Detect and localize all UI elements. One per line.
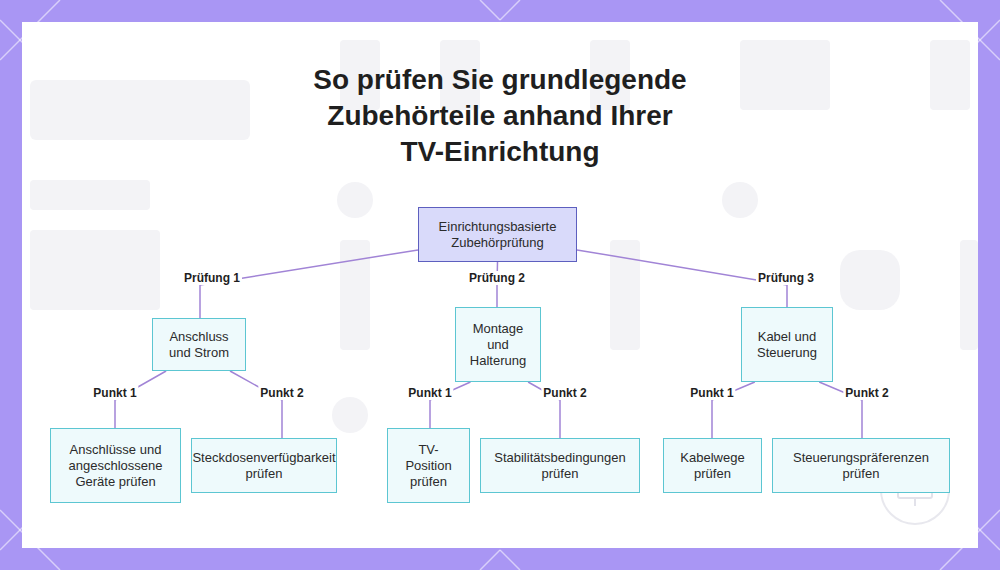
tree-connector	[230, 371, 282, 438]
edge-label: Prüfung 1	[182, 271, 242, 285]
frame-line	[480, 0, 500, 20]
node-content: Stabilitätsbedingungen prüfen	[489, 450, 631, 482]
canvas-panel	[22, 22, 978, 548]
node-content: Einrichtungsbasierte Zubehörprüfung	[427, 219, 568, 251]
step-box: Steuerungspräferenzen prüfen	[772, 438, 950, 493]
node-text: Anschluss und Strom	[163, 329, 235, 361]
check-box: Montage und Halterung	[455, 307, 541, 382]
node-text: Einrichtungsbasierte Zubehörprüfung	[427, 219, 568, 251]
step-box: Steckdosenverfügbarkeit prüfen	[191, 438, 337, 493]
faded-circle	[332, 397, 368, 433]
node-content: Anschlüsse und angeschlossene Geräte prü…	[59, 442, 172, 490]
faded-block	[340, 240, 370, 350]
node-content: Kabel und Steuerung	[752, 329, 822, 361]
node-content: Steckdosenverfügbarkeit prüfen	[192, 450, 335, 482]
root-box: Einrichtungsbasierte Zubehörprüfung	[418, 207, 577, 262]
faded-block	[30, 180, 150, 210]
node-text: TV-Position prüfen	[396, 442, 461, 490]
frame-line	[500, 0, 520, 20]
node-content: Anschluss und Strom	[163, 329, 235, 361]
step-box: Stabilitätsbedingungen prüfen	[480, 438, 640, 493]
edge-label: Punkt 1	[91, 386, 138, 400]
node-text: Steuerungspräferenzen prüfen	[781, 450, 941, 482]
node-text: Anschlüsse und angeschlossene Geräte prü…	[59, 442, 172, 490]
edge-label: Punkt 2	[843, 386, 890, 400]
node-content: Montage und Halterung	[466, 321, 530, 369]
node-content: Kabelwege prüfen	[672, 450, 753, 482]
node-text: Kabelwege prüfen	[672, 450, 753, 482]
node-content: TV-Position prüfen	[396, 442, 461, 490]
diagram-title: So prüfen Sie grundlegende Zubehörteile …	[307, 62, 693, 170]
node-text: Kabel und Steuerung	[752, 329, 822, 361]
edge-label: Prüfung 2	[467, 271, 527, 285]
node-text: Steckdosenverfügbarkeit prüfen	[192, 450, 335, 482]
step-box: TV-Position prüfen	[387, 428, 470, 503]
edge-label: Punkt 2	[541, 386, 588, 400]
faded-block	[960, 240, 978, 350]
step-box: Anschlüsse und angeschlossene Geräte prü…	[50, 428, 181, 503]
check-box: Kabel und Steuerung	[741, 307, 833, 382]
faded-background	[30, 40, 978, 433]
edge-label: Prüfung 3	[756, 271, 816, 285]
frame-line	[480, 550, 500, 570]
icon-stand	[914, 498, 916, 506]
edge-label: Punkt 2	[258, 386, 305, 400]
node-text: Stabilitätsbedingungen prüfen	[489, 450, 631, 482]
faded-circle	[722, 182, 758, 218]
faded-block	[30, 230, 160, 310]
faded-block	[840, 250, 900, 310]
step-box: Kabelwege prüfen	[663, 438, 762, 493]
frame-line	[500, 550, 520, 570]
faded-circle	[337, 182, 373, 218]
node-content: Steuerungspräferenzen prüfen	[781, 450, 941, 482]
edge-label: Punkt 1	[688, 386, 735, 400]
faded-block	[740, 40, 830, 110]
faded-block	[30, 80, 250, 140]
node-text: Montage und Halterung	[466, 321, 530, 369]
edge-label: Punkt 1	[406, 386, 453, 400]
faded-block	[930, 40, 970, 110]
check-box: Anschluss und Strom	[152, 318, 246, 371]
